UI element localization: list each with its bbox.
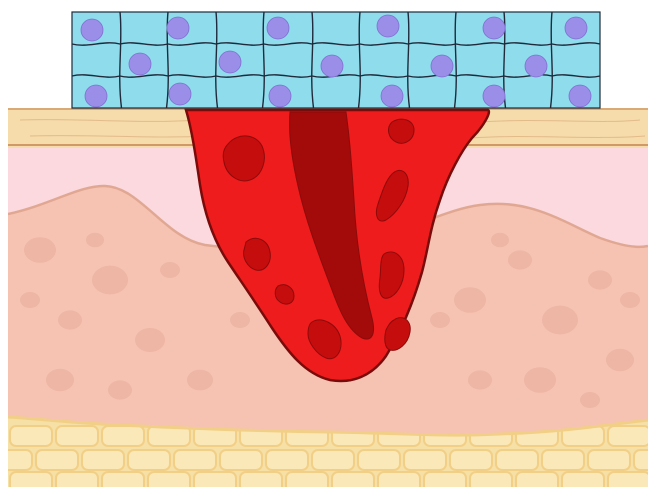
fat-cell — [588, 450, 630, 470]
fat-cell — [358, 450, 400, 470]
cell-nucleus — [431, 55, 453, 77]
cell-nucleus — [85, 85, 107, 107]
cell-nucleus — [167, 17, 189, 39]
dermis-spot — [580, 392, 600, 408]
fat-cell — [10, 472, 52, 487]
fat-cell — [470, 472, 512, 487]
fat-cell — [450, 450, 492, 470]
dermis-spot — [468, 370, 492, 389]
fat-cell — [608, 472, 650, 487]
fat-cell — [496, 450, 538, 470]
dermis-spot — [491, 233, 509, 247]
fat-cell — [516, 472, 558, 487]
fat-cell — [36, 450, 78, 470]
dermis-spot — [430, 312, 450, 328]
dermis-spot — [606, 349, 634, 371]
dermis-spot — [160, 262, 180, 278]
dermis-spot — [135, 328, 165, 352]
fat-cell — [10, 426, 52, 446]
dermis-spot — [108, 380, 132, 399]
fat-cell — [608, 426, 650, 446]
fat-cell — [56, 472, 98, 487]
fat-cell — [174, 450, 216, 470]
cell-nucleus — [269, 85, 291, 107]
cell-nucleus — [569, 85, 591, 107]
dermis-spot — [542, 306, 578, 335]
fat-cell — [148, 472, 190, 487]
fat-cell — [312, 450, 354, 470]
fat-cell — [378, 472, 420, 487]
cell-nucleus — [381, 85, 403, 107]
cell-nucleus — [219, 51, 241, 73]
fat-cell — [424, 472, 466, 487]
cell-nucleus — [321, 55, 343, 77]
fat-cell — [266, 450, 308, 470]
fat-cell — [102, 472, 144, 487]
dermis-spot — [230, 312, 250, 328]
cell-nucleus — [377, 15, 399, 37]
fat-cell — [128, 450, 170, 470]
dermis-spot — [454, 287, 486, 313]
fat-cell — [82, 450, 124, 470]
fat-cell — [220, 450, 262, 470]
fat-cell — [56, 426, 98, 446]
fat-cell — [404, 450, 446, 470]
cell-nucleus — [525, 55, 547, 77]
dermis-spot — [508, 250, 532, 269]
dermis-spot — [524, 367, 556, 393]
fat-cell — [286, 472, 328, 487]
fat-cell — [102, 426, 144, 446]
cell-nucleus — [169, 83, 191, 105]
fat-cell — [542, 450, 584, 470]
fat-cell — [332, 472, 374, 487]
dermis-spot — [588, 270, 612, 289]
dermis-spot — [92, 266, 128, 295]
dermis-spot — [187, 370, 213, 391]
fat-cell — [194, 472, 236, 487]
fat-cells-group — [0, 426, 654, 487]
wound-blob — [223, 136, 264, 181]
cell-nucleus — [81, 19, 103, 41]
dermis-spot — [58, 310, 82, 329]
fat-cell — [562, 472, 604, 487]
cell-nucleus — [565, 17, 587, 39]
dermis-spot — [46, 369, 74, 391]
cell-nucleus — [267, 17, 289, 39]
cell-nucleus — [483, 17, 505, 39]
fat-cell — [240, 472, 282, 487]
cell-nucleus — [129, 53, 151, 75]
dermis-spot — [86, 233, 104, 247]
cell-nucleus — [483, 85, 505, 107]
dermis-spot — [24, 237, 56, 263]
wound-blob — [389, 119, 414, 143]
dermis-spot — [20, 292, 40, 308]
dermis-spot — [620, 292, 640, 308]
